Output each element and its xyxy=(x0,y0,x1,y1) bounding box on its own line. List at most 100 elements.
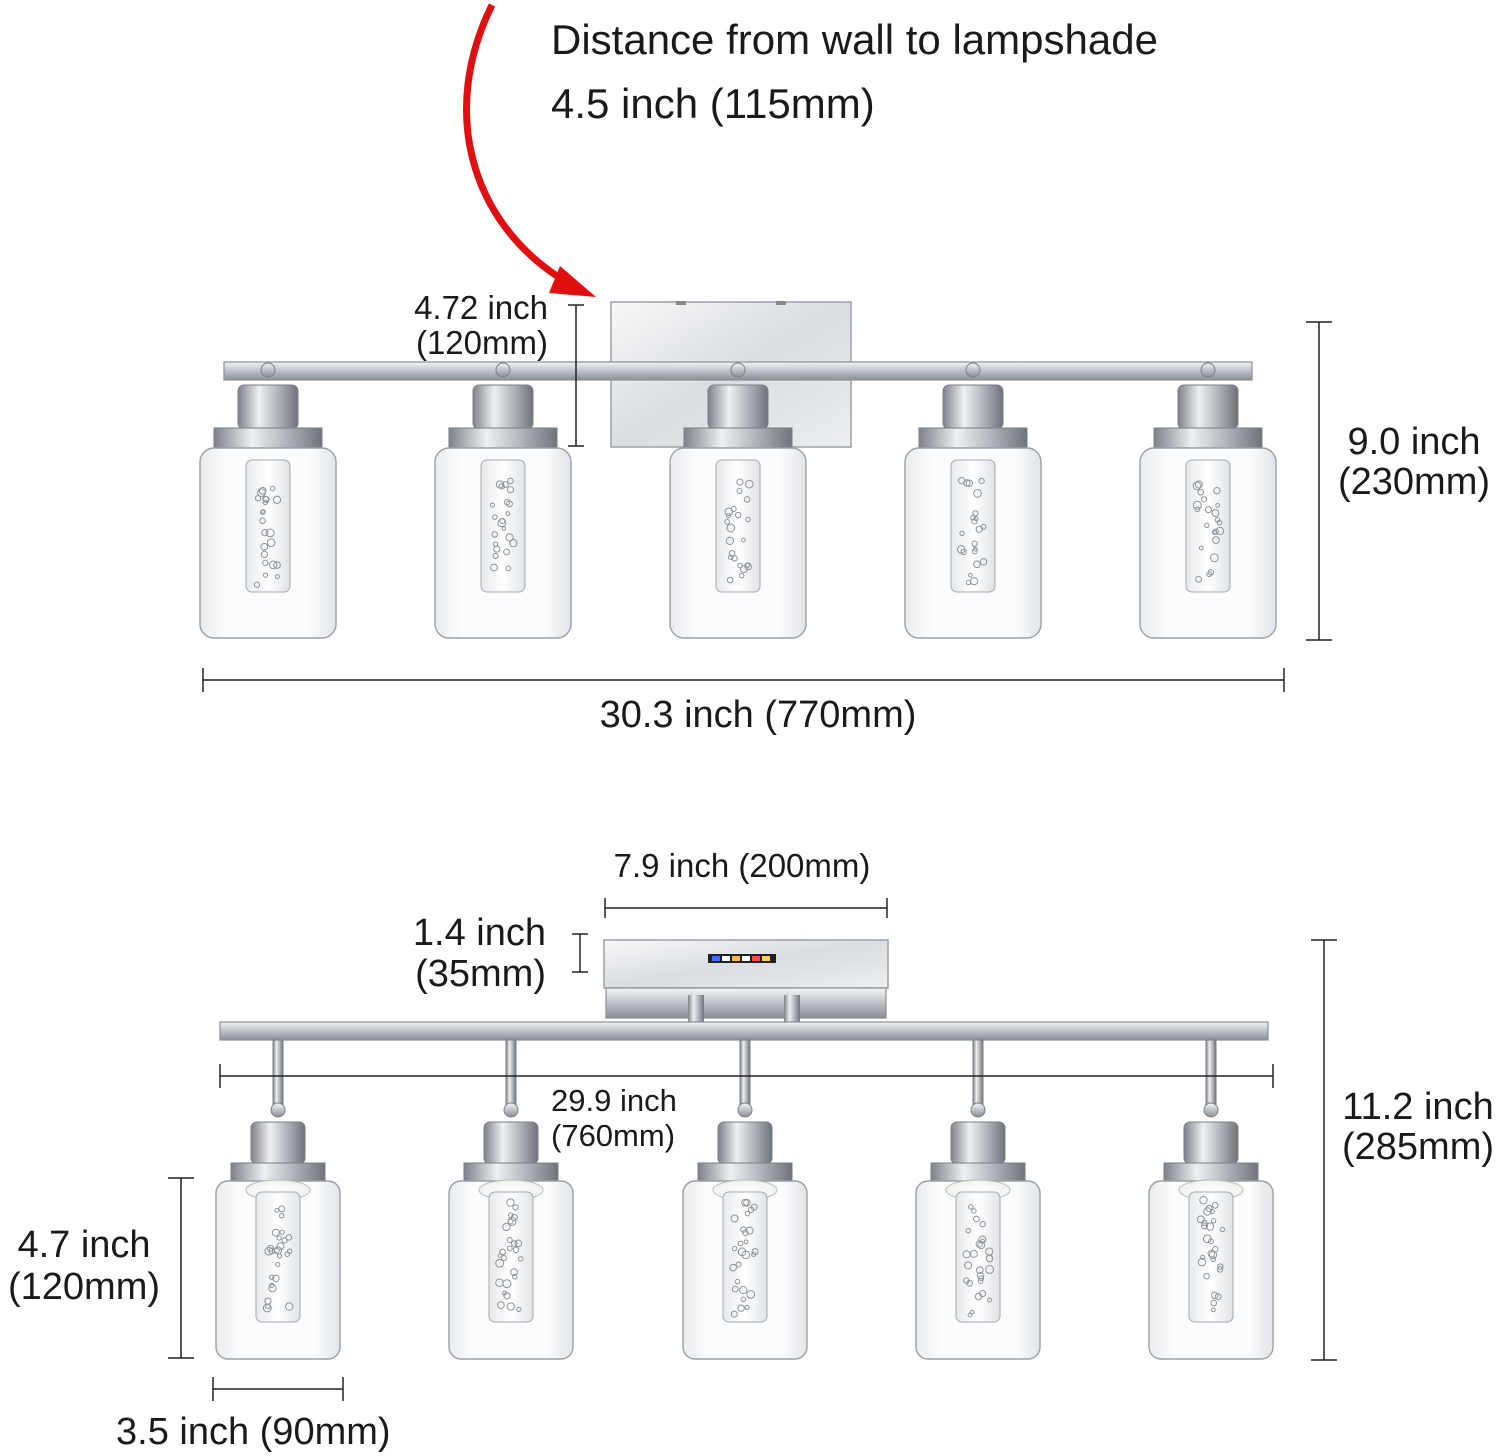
glass-bubble xyxy=(268,560,278,570)
glass-bubble xyxy=(264,1246,274,1256)
lamp-collar xyxy=(463,1162,559,1182)
bottom-canopy xyxy=(603,939,889,989)
glass-bubble xyxy=(260,542,269,551)
glass-bubble xyxy=(495,1258,505,1268)
glass-bubble xyxy=(724,507,734,517)
glass-bubble xyxy=(490,563,498,572)
lamp-collar xyxy=(930,1162,1026,1182)
glass-bubble xyxy=(978,477,985,485)
lamp-knuckle xyxy=(503,1102,519,1118)
top-height-mm: (230mm) xyxy=(1337,461,1491,503)
bottom-dimension-lines xyxy=(168,898,1337,1401)
glass-bubble xyxy=(744,1304,750,1310)
lamp-knuckle xyxy=(737,1102,753,1118)
glass-bubble xyxy=(503,499,511,506)
glass-bubble xyxy=(987,1297,992,1303)
glass-bubble xyxy=(973,489,982,498)
glass-bubble xyxy=(492,552,499,559)
glass-bubble xyxy=(1204,522,1210,529)
wall-distance-value: 4.5 inch (115mm) xyxy=(551,80,875,127)
glass-bubble xyxy=(966,1279,973,1287)
wall-distance-title: Distance from wall to lampshade xyxy=(551,16,1158,63)
glass-bubble xyxy=(1203,1272,1210,1280)
lamp-holder xyxy=(717,1121,773,1165)
glass-bubble xyxy=(741,1198,749,1207)
glass-bubble xyxy=(967,1312,973,1318)
glass-bubble xyxy=(970,1309,975,1315)
glass-bubble xyxy=(1216,1266,1224,1273)
glass-bubble xyxy=(731,1285,739,1293)
glass-bubble xyxy=(975,1240,983,1248)
glass-bubble xyxy=(979,1290,987,1298)
glass-bubble xyxy=(751,1251,757,1258)
glass-bubble xyxy=(262,496,270,504)
glass-bubble xyxy=(740,537,746,543)
glass-bubble xyxy=(500,1255,507,1262)
glass-bubble xyxy=(489,502,495,508)
bottom-lamp-group xyxy=(215,1039,1274,1360)
glass-bubble xyxy=(1211,509,1220,517)
bar-length-inch: 29.9 inch xyxy=(551,1083,677,1118)
glass-bubble xyxy=(959,530,965,536)
glass-bubble xyxy=(957,545,966,554)
glass-bubble xyxy=(505,511,511,517)
top-lamp xyxy=(434,362,572,639)
glass-bubble xyxy=(499,517,506,525)
glass-bubble xyxy=(1201,1222,1209,1230)
glass-bubble xyxy=(1205,1222,1215,1231)
glass-bubble xyxy=(737,562,743,569)
glass-bubble xyxy=(745,479,754,489)
lamp-holder xyxy=(950,1121,1006,1165)
glass-bubble xyxy=(507,477,514,485)
lamp-holder xyxy=(1177,384,1239,430)
glass-bubble xyxy=(279,1229,285,1235)
glass-bubble xyxy=(973,516,979,522)
glass-bubble xyxy=(492,514,498,520)
glass-bubble xyxy=(505,565,512,572)
glass-bubble xyxy=(742,1229,749,1236)
glass-bubble xyxy=(730,505,737,512)
glass-bubble xyxy=(512,1246,520,1254)
glass-bubble xyxy=(743,496,751,503)
glass-bubble xyxy=(285,1234,293,1241)
inner-crystal xyxy=(480,459,526,593)
glass-bubble xyxy=(971,548,978,555)
glass-bubble xyxy=(512,1204,519,1211)
glass-bubble xyxy=(267,1244,275,1252)
glass-bubble xyxy=(268,1283,277,1293)
glass-bubble xyxy=(1213,486,1221,495)
glass-bubble xyxy=(1212,536,1220,545)
glass-bubble xyxy=(1197,489,1204,496)
glass-bubble xyxy=(1197,1257,1207,1267)
top-width-label: 30.3 inch (770mm) xyxy=(599,694,917,736)
glass-bubble xyxy=(516,1306,522,1312)
lamp-holder xyxy=(472,384,534,430)
glass-bubble xyxy=(1219,1226,1226,1233)
inner-crystal xyxy=(955,1191,1001,1323)
lamp-holder xyxy=(250,1121,306,1165)
shade-height-inch: 4.7 inch xyxy=(17,1224,151,1266)
glass-bubble xyxy=(511,1273,518,1280)
lamp-knuckle xyxy=(495,362,511,378)
glass-bubble xyxy=(734,511,742,519)
glass-bubble xyxy=(965,1227,971,1234)
inner-crystal xyxy=(715,459,761,593)
glass-bubble xyxy=(964,1261,973,1270)
glass-bubble xyxy=(734,1278,741,1285)
glass-bubble xyxy=(1210,1307,1216,1313)
glass-bubble xyxy=(502,1290,508,1296)
glass-bubble xyxy=(276,1235,282,1241)
glass-bubble xyxy=(281,1237,288,1244)
glass-bubble xyxy=(511,1240,518,1247)
glass-bubble xyxy=(740,1226,747,1233)
glass-bubble xyxy=(253,581,261,588)
glass-bubble xyxy=(265,528,275,538)
top-plate-screw-left xyxy=(676,301,686,305)
glass-bubble xyxy=(272,495,282,504)
glass-bubble xyxy=(269,485,276,492)
glass-bubble xyxy=(1211,1202,1219,1209)
glass-bubble xyxy=(731,555,738,562)
glass-bubble xyxy=(750,1203,758,1211)
lamp-collar xyxy=(448,427,558,449)
